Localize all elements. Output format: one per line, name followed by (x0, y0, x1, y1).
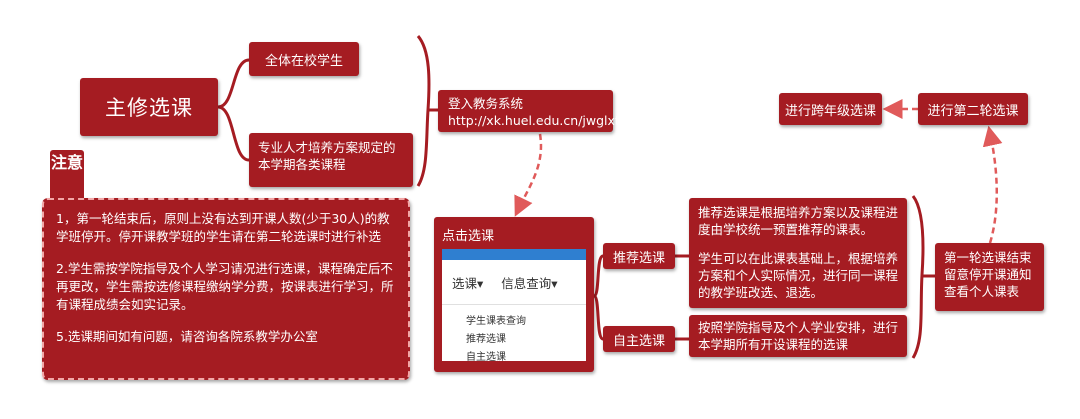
branch-line-major-courses (217, 105, 250, 162)
arrow-first-to-second (982, 125, 1003, 244)
notice-item-1: 1，第一轮结束后，原则上没有达到开课人数(少于30人)的教学班停开。停开课教学班… (56, 211, 390, 244)
login-url: http://xk.huel.edu.cn/jwglxt (448, 113, 620, 128)
screenshot-dropdown: 学生课表查询 推荐选课 自主选课 (442, 305, 586, 367)
recommend-desc-node: 推荐选课是根据培养方案以及课程进度由学校统一预置推荐的课表。 学生可以在此课表基… (689, 198, 907, 308)
bracket-targets (416, 35, 431, 187)
select-panel-title: 点击选课 (442, 229, 495, 244)
branch-line-all-students (217, 58, 250, 109)
self-select-node: 自主选课 (603, 326, 675, 352)
notice-item-2: 2.学生需按学院指导及个人学习请况进行选课，课程确定后不再更改，学生需按选修课程… (56, 261, 394, 312)
login-title: 登入教务系统 (448, 96, 524, 111)
notice-item-3: 5.选课期间如有问题，请咨询各院系教学办公室 (56, 329, 318, 344)
branch-line-self (592, 294, 605, 341)
screenshot-header-bar (442, 249, 586, 260)
menu-info-query[interactable]: 信息查询▾ (501, 275, 558, 291)
screenshot-menu: 选课▾ 信息查询▾ (442, 260, 586, 305)
login-system-node: 登入教务系统 http://xk.huel.edu.cn/jwglxt (438, 90, 620, 132)
all-students-node: 全体在校学生 (249, 42, 359, 76)
menu-select-course[interactable]: 选课▾ (452, 275, 484, 291)
notice-tag: 注意 (50, 150, 84, 198)
cross-grade-node: 进行跨年级选课 (779, 93, 882, 125)
notice-box: 1，第一轮结束后，原则上没有达到开课人数(少于30人)的教学班停开。停开课教学班… (42, 198, 410, 380)
dropdown-item-self[interactable]: 自主选课 (466, 352, 506, 363)
select-course-panel: 点击选课 选课▾ 信息查询▾ 学生课表查询 推荐选课 自主选课 (434, 217, 594, 372)
dropdown-item-schedule[interactable]: 学生课表查询 (466, 316, 526, 327)
branch-line-recommend (592, 254, 605, 298)
recommend-desc-1: 推荐选课是根据培养方案以及课程进度由学校统一预置推荐的课表。 (698, 205, 899, 237)
arrow-login-to-select (514, 133, 543, 217)
dropdown-item-recommend[interactable]: 推荐选课 (466, 334, 506, 345)
bracket-descs (911, 195, 925, 359)
self-desc-node: 按照学院指导及个人学业安排，进行本学期所有开设课程的选课 (689, 315, 907, 357)
second-round-node: 进行第二轮选课 (918, 93, 1028, 125)
system-screenshot: 选课▾ 信息查询▾ 学生课表查询 推荐选课 自主选课 (442, 249, 586, 363)
first-round-node: 第一轮选课结束留意停开课通知查看个人课表 (935, 243, 1044, 311)
recommend-desc-2: 学生可以在此课表基础上，根据培养方案和个人实际情况，进行同一课程的教学班改选、退… (698, 251, 899, 300)
major-courses-node: 专业人才培养方案规定的本学期各类课程 (249, 133, 413, 187)
recommend-select-node: 推荐选课 (603, 243, 675, 269)
main-topic-node: 主修选课 (80, 78, 218, 136)
